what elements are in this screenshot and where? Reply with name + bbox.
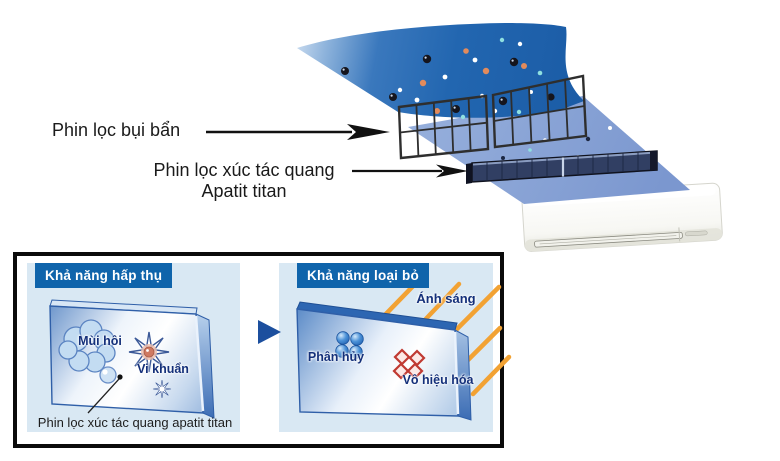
- light-label: Ánh sáng: [416, 291, 476, 306]
- dust-filter-mesh: [397, 74, 588, 160]
- dust-particles: [341, 37, 555, 120]
- neutralize-label: Vô hiệu hóa: [402, 373, 474, 387]
- photo-filter-label-line2: Apatit titan: [201, 181, 287, 201]
- absorb-caption: Phin lọc xúc tác quang apatit titan: [37, 415, 233, 430]
- dirty-air-ribbon: [297, 23, 584, 120]
- photo-filter-arrow: [352, 164, 468, 178]
- air-conditioner-unit: [521, 182, 723, 252]
- decompose-label: Phân hủy: [307, 350, 365, 364]
- photocatalytic-filter-strip: [466, 150, 658, 184]
- odor-label: Mùi hôi: [78, 334, 122, 348]
- photo-filter-label-line1: Phin lọc xúc tác quang: [153, 160, 335, 180]
- remove-panel: [279, 263, 493, 432]
- remove-panel-title: Khả năng loại bỏ: [297, 263, 429, 288]
- bacteria-label: Vi khuẩn: [137, 362, 189, 376]
- dust-filter-arrow: [206, 124, 390, 140]
- dust-filter-label: Phin lọc bụi bẩn: [52, 120, 181, 140]
- photo-filter-label: Phin lọc xúc tác quang Apatit titan: [138, 160, 350, 202]
- absorb-panel-title: Khả năng hấp thụ: [35, 263, 173, 288]
- clean-air-band: [408, 96, 690, 204]
